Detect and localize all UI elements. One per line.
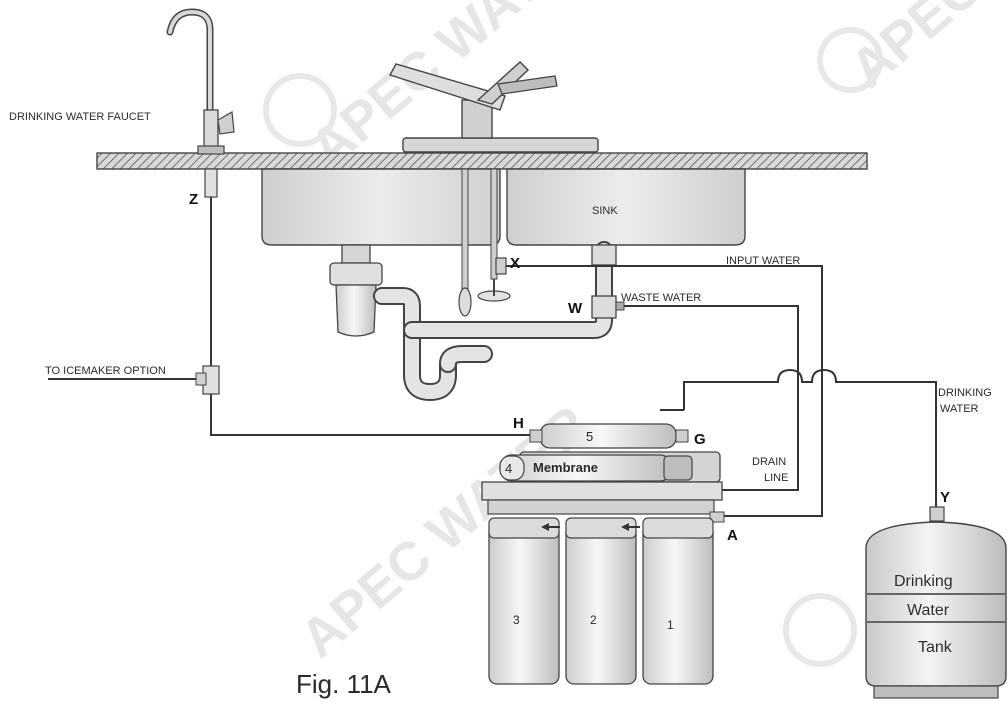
watermark-seal-3: [783, 593, 857, 667]
drinking-water-label-line2: WATER: [940, 403, 979, 415]
point-h-label: H: [513, 415, 524, 432]
figure-caption: Fig. 11A: [296, 669, 392, 699]
fitting-g: [675, 429, 689, 443]
stage-4-label: 4: [505, 461, 512, 476]
counter-top: [96, 152, 868, 170]
fitting-h: [529, 429, 543, 443]
point-g-label: G: [694, 431, 706, 448]
flow-restrictor: [663, 455, 693, 481]
filter-heads: [487, 499, 715, 515]
icemaker-tee-branch: [195, 372, 207, 386]
tank-body: [865, 521, 1007, 687]
tank-base: [873, 685, 999, 699]
canister-1: [642, 523, 714, 685]
canister-2: [565, 523, 637, 685]
watermark-seal-2: [817, 27, 883, 93]
point-y-label: Y: [940, 489, 950, 506]
tank-label-line3: Tank: [918, 639, 953, 656]
flow-arrow-head-2: [621, 523, 629, 531]
drain-line-label-line1: DRAIN: [752, 456, 786, 468]
tank-label-line2: Water: [907, 602, 950, 619]
point-w-label: W: [568, 300, 583, 317]
post-filter-5: [539, 423, 677, 449]
tank-valve-y: [929, 506, 945, 522]
faucet-feed-lines: [458, 168, 511, 317]
drain-saddle-w: [591, 295, 617, 319]
drinking-water-tank: Drinking Water Tank: [865, 506, 1007, 699]
double-sink: SINK: [261, 168, 746, 246]
icemaker-label: TO ICEMAKER OPTION: [45, 365, 166, 377]
waste-water-label: WASTE WATER: [621, 292, 701, 304]
flow-arrow-head-1: [541, 523, 549, 531]
sink-label: SINK: [592, 205, 618, 217]
input-water-line: [505, 265, 823, 517]
drain-line-label-line2: LINE: [764, 472, 788, 484]
tank-label-line1: Drinking: [894, 573, 953, 590]
membrane-label: Membrane: [533, 460, 598, 475]
kitchen-faucet: [388, 61, 599, 153]
watermark-seal-1: [263, 73, 337, 147]
drinking-water-line-to-faucet: [210, 392, 532, 436]
valve-x: [495, 257, 507, 275]
stage-2-label: 2: [590, 613, 597, 627]
point-z-label: Z: [189, 191, 198, 208]
faucet-label: DRINKING WATER FAUCET: [9, 111, 151, 123]
waste-water-drain-line: [624, 305, 799, 491]
fitting-a: [709, 511, 725, 523]
drinking-water-label-line1: DRINKING: [938, 387, 992, 399]
garbage-disposal: [329, 244, 383, 337]
point-a-label: A: [727, 527, 738, 544]
drain-p-trap: [373, 241, 613, 402]
stage-3-label: 3: [513, 613, 520, 627]
tubing: [48, 197, 937, 517]
stage-1-label: 1: [667, 618, 674, 632]
drinking-water-faucet: [166, 8, 235, 198]
ro-system: Membrane 4 5 3 2 1: [481, 423, 725, 685]
point-x-label: X: [510, 255, 520, 272]
stage-5-label: 5: [586, 429, 593, 444]
canister-3: [488, 523, 560, 685]
sink-drain-nut: [591, 244, 617, 266]
stage-4-cap: [499, 455, 525, 481]
ro-bracket: [481, 481, 723, 501]
tank-bands: [866, 593, 1006, 623]
input-water-label: INPUT WATER: [726, 255, 800, 267]
drinking-water-tank-line: [683, 368, 937, 508]
